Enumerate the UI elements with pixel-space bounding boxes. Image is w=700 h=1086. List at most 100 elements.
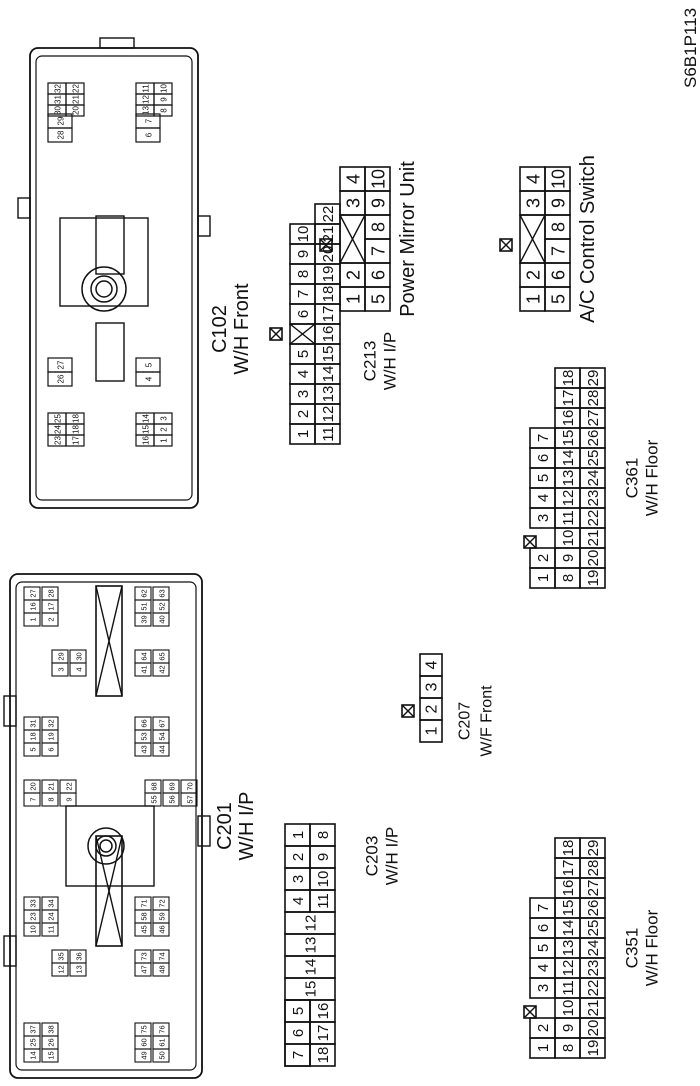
c201-a-pin: 28 <box>47 589 56 597</box>
c201-d-cell <box>41 779 59 794</box>
c203-pin: 11 <box>315 893 332 909</box>
c213-key-diag <box>269 327 283 341</box>
c361-pin: 4 <box>535 494 552 502</box>
c201-id: C201 <box>214 802 236 850</box>
c201-b-cell <box>69 649 87 664</box>
c201-c-pin: 19 <box>47 732 56 740</box>
c213-pin: 20 <box>320 246 337 263</box>
power-mirror-pin: 4 <box>344 174 364 184</box>
c203-pin: 12 <box>303 915 320 932</box>
c201-g-pin: 60 <box>140 1038 149 1046</box>
power-mirror-pin: 9 <box>369 198 389 208</box>
c201-g-cell <box>41 1022 59 1037</box>
c201-d-pin: 55 <box>150 795 159 803</box>
c201-a-pin: 63 <box>158 589 167 597</box>
c201-e-pin: 71 <box>140 899 149 907</box>
c201-boss <box>65 805 155 887</box>
c201-d-pin: 20 <box>29 782 38 790</box>
c351-pin: 29 <box>585 840 602 857</box>
c201-g-pin: 25 <box>29 1038 38 1046</box>
c213-key <box>269 327 283 341</box>
c201-c-pin: 31 <box>29 719 38 727</box>
c102-g7-pin: 16 <box>142 436 151 445</box>
c203-pin: 3 <box>290 875 307 883</box>
c102-g5-cell <box>65 412 85 425</box>
c207-pin: 3 <box>424 682 441 691</box>
c213-pin: 21 <box>320 226 337 243</box>
c203-id: C203 <box>363 836 382 877</box>
c351-pin: 18 <box>560 840 577 857</box>
c203-pin: 7 <box>290 1051 307 1059</box>
c201-b-pin: 30 <box>75 652 84 660</box>
c361-pin: 6 <box>535 454 552 462</box>
c201-a-cell <box>152 586 170 601</box>
c201-f-cell <box>152 949 170 964</box>
c201-f-cell <box>69 949 87 964</box>
c213-pin: 12 <box>320 406 337 423</box>
c201-c-pin: 6 <box>47 747 56 751</box>
c203-pin: 9 <box>315 853 332 861</box>
c351-pin: 6 <box>535 924 552 932</box>
c201-a-pin: 16 <box>29 602 38 610</box>
c361-pin: 23 <box>585 490 602 507</box>
c213-pin: 9 <box>295 250 312 258</box>
c203-pin: 10 <box>315 871 332 888</box>
c361-pin: 28 <box>585 390 602 407</box>
c201-d-pin: 22 <box>65 782 74 790</box>
c213-pin: 19 <box>320 266 337 283</box>
c361-pin: 5 <box>535 474 552 482</box>
c102-g5-pin: 18 <box>72 414 81 423</box>
power-mirror-pin: 10 <box>369 169 389 189</box>
c201-c-pin: 54 <box>158 732 167 740</box>
ac-switch-title: A/C Control Switch <box>577 155 599 323</box>
c201-g-pin: 49 <box>140 1051 149 1059</box>
ac-switch-key-diag <box>499 238 513 252</box>
c102-g2-pin: 28 <box>57 130 66 139</box>
c201-f-pin: 12 <box>57 965 66 973</box>
c201-e-pin: 33 <box>29 899 38 907</box>
c201-d-cell <box>59 779 77 794</box>
ac-switch-cavity-diag <box>519 214 546 264</box>
c102-g2-pin: 29 <box>57 116 66 125</box>
c351-pin: 24 <box>585 940 602 957</box>
c201-f-pin: 74 <box>158 952 167 960</box>
power-mirror-key <box>319 238 333 252</box>
c203-pin: 4 <box>290 897 307 905</box>
c102-g8-pin: 4 <box>145 376 154 381</box>
ac-switch-pin: 8 <box>549 222 569 232</box>
c207-pin: 2 <box>424 704 441 713</box>
power-mirror-pin: 2 <box>344 270 364 280</box>
c102-bolt <box>81 266 127 312</box>
c201-g-cell <box>152 1022 170 1037</box>
c361-pin: 13 <box>560 470 577 487</box>
c102-g5-pin: 18 <box>72 425 81 434</box>
c201-c-pin: 5 <box>29 747 38 751</box>
c203-pin: 13 <box>303 937 320 954</box>
c361-pin: 24 <box>585 470 602 487</box>
c203-pin: 14 <box>303 959 320 976</box>
c201-g-pin: 75 <box>140 1025 149 1033</box>
power-mirror-pin: 6 <box>369 270 389 280</box>
c201-a-pin: 51 <box>140 602 149 610</box>
c201-a-cell <box>23 586 41 601</box>
power-mirror-title: Power Mirror Unit <box>397 161 419 317</box>
c351-pin: 3 <box>535 984 552 992</box>
c213-pin: 4 <box>295 370 312 378</box>
c201-a-pin: 1 <box>29 617 38 621</box>
c361-pin: 27 <box>585 410 602 427</box>
c201-c-pin: 32 <box>47 719 56 727</box>
power-mirror-pin: 8 <box>369 222 389 232</box>
c201-b-pin: 41 <box>140 665 149 673</box>
c201-d-pin: 69 <box>168 782 177 790</box>
c351-pin: 23 <box>585 960 602 977</box>
c361-pin: 29 <box>585 370 602 387</box>
ac-switch-pin: 2 <box>524 270 544 280</box>
c201-c-cell <box>23 716 41 731</box>
c201-d-pin: 21 <box>47 782 56 790</box>
c102-g3-pin: 10 <box>160 84 169 93</box>
c361-pin: 15 <box>560 430 577 447</box>
c201-a-pin: 39 <box>140 615 149 623</box>
c201-cavity-diag <box>95 585 123 697</box>
c201-b-cell <box>134 649 152 664</box>
